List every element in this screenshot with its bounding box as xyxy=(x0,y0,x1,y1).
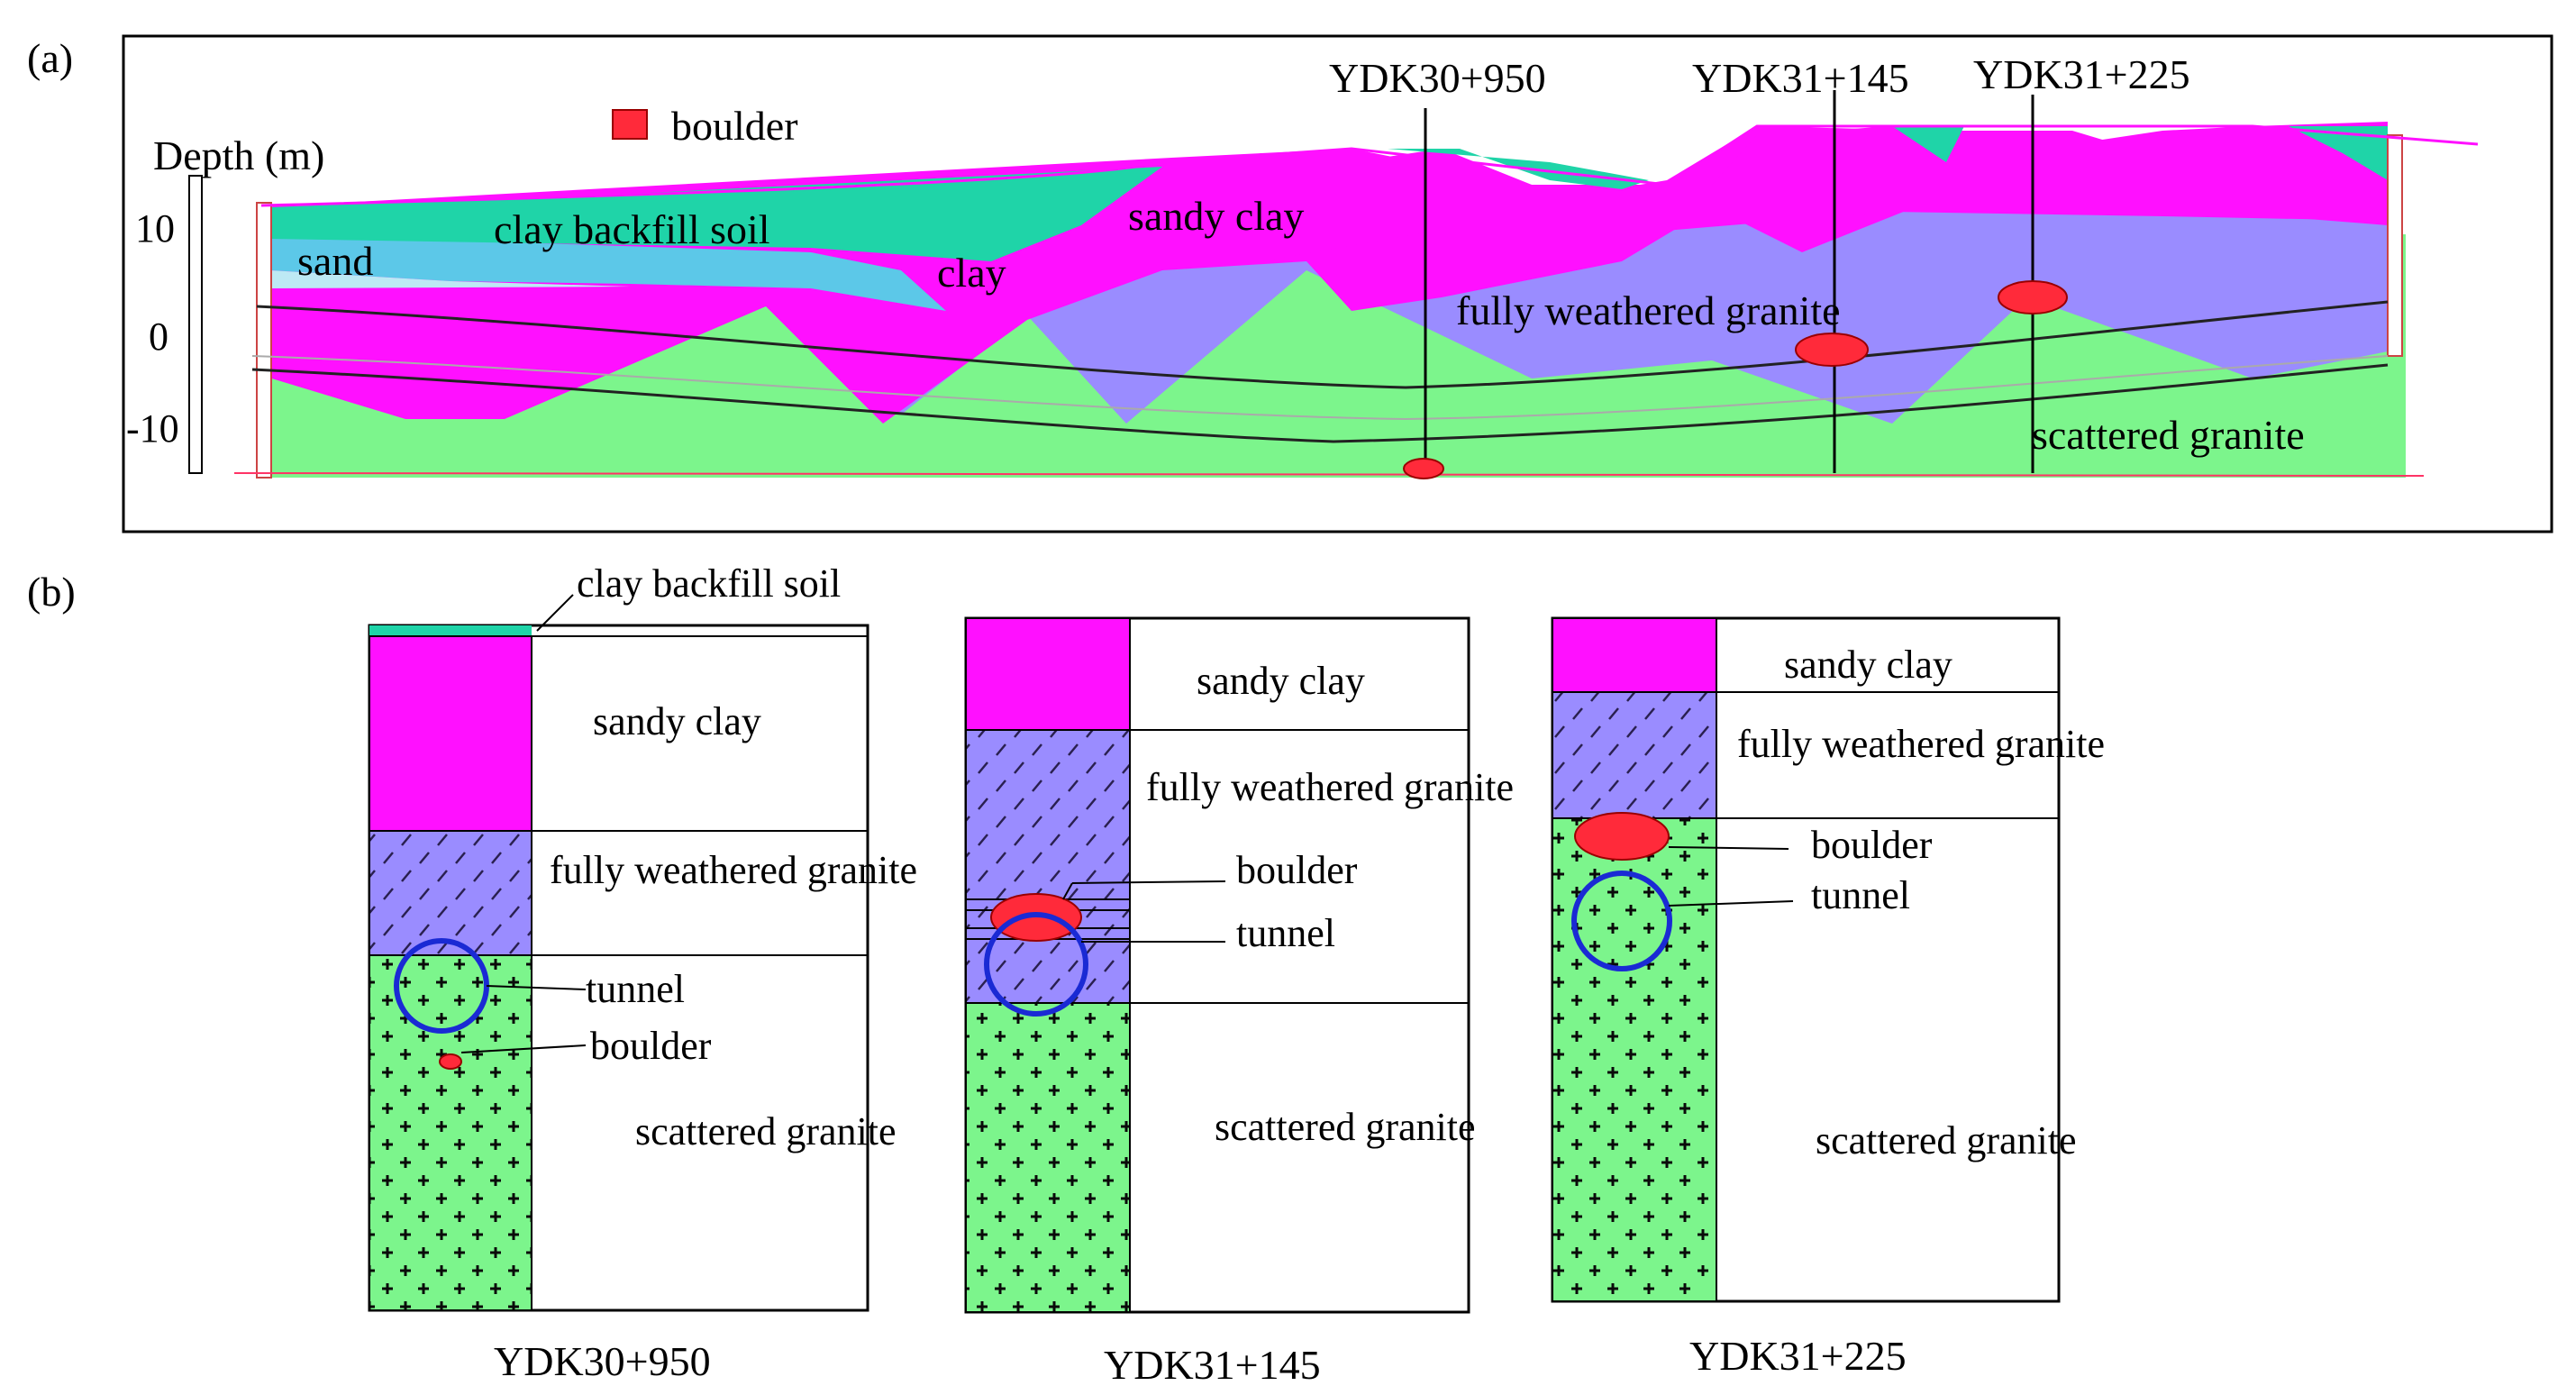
tick-10: 10 xyxy=(135,206,175,251)
sand-layer xyxy=(270,239,946,311)
column-3-layer-weathered: fully weathered granite xyxy=(1737,722,2105,766)
column-2-tunnel xyxy=(984,912,1088,1017)
column-2-layer-scattered: scattered granite xyxy=(1215,1105,1476,1149)
column-1-sandy-clay xyxy=(369,635,532,832)
clay-backfill-soil-layer xyxy=(270,167,1162,261)
clay-backfill-soil-far-right xyxy=(2289,126,2388,180)
column-1-boulder xyxy=(439,1053,462,1070)
column-3-callout-tunnel: tunnel xyxy=(1811,873,1910,917)
column-3-boulder xyxy=(1574,812,1670,861)
backfill-callout: clay backfill soil xyxy=(577,561,841,606)
column-1-backfill xyxy=(369,625,532,636)
cross-section xyxy=(233,122,2479,479)
tick-minus-10: -10 xyxy=(126,406,179,451)
depth-axis-title: Depth (m) xyxy=(153,132,324,178)
column-3-caption: YDK31+225 xyxy=(1689,1333,1907,1379)
panel-a-label: (a) xyxy=(27,35,73,81)
panel-a: (a) xyxy=(27,34,2553,533)
left-borehole xyxy=(256,202,272,479)
column-1-boulder-leader xyxy=(460,1044,587,1053)
panel-b-label: (b) xyxy=(27,569,76,615)
column-2-callout-tunnel: tunnel xyxy=(1236,911,1335,955)
label-scattered-granite: scattered granite xyxy=(2032,412,2305,458)
column-3-callout-boulder: boulder xyxy=(1811,823,1933,867)
column-3-layer-sandy-clay: sandy clay xyxy=(1784,643,1952,687)
column-ydk30-950: sandy clay fully weathered granite scatt… xyxy=(368,624,917,1384)
column-2-boulder-leader xyxy=(1062,882,1073,900)
depth-axis-bar xyxy=(188,175,203,474)
label-clay-backfill-soil: clay backfill soil xyxy=(494,206,770,252)
backfill-callout-leader xyxy=(536,594,574,632)
column-3-scattered xyxy=(1552,817,1717,1302)
column-1-caption: YDK30+950 xyxy=(494,1338,711,1384)
tunnel-bottom-line xyxy=(251,363,2389,443)
column-1-weathered xyxy=(369,830,532,956)
column-2-caption: YDK31+145 xyxy=(1104,1342,1321,1388)
legend-boulder-swatch xyxy=(612,109,648,140)
column-3-sandy-clay xyxy=(1552,617,1717,693)
label-sand: sand xyxy=(297,238,373,284)
column-2-callout-boulder: boulder xyxy=(1236,848,1358,892)
column-ydk31-145: sandy clay fully weathered granite scatt… xyxy=(964,616,1514,1388)
label-sandy-clay: sandy clay xyxy=(1128,193,1304,239)
column-1-layer-weathered: fully weathered granite xyxy=(550,848,917,892)
column-1-callout-boulder: boulder xyxy=(590,1024,712,1068)
station-label-1: YDK30+950 xyxy=(1329,55,1546,101)
column-1-callout-tunnel: tunnel xyxy=(586,967,685,1011)
column-2-scattered xyxy=(965,1002,1131,1313)
column-1-scattered xyxy=(369,954,532,1311)
base-line xyxy=(233,472,2425,477)
station-label-3: YDK31+225 xyxy=(1973,51,2190,97)
column-1-layer-scattered: scattered granite xyxy=(635,1109,897,1153)
column-3-boulder-leader xyxy=(1668,846,1789,850)
label-fully-weathered-granite: fully weathered granite xyxy=(1456,287,1841,333)
column-3-tunnel xyxy=(1571,871,1672,971)
ground-surface-line xyxy=(260,124,2479,207)
tunnel-thin-line xyxy=(251,355,2389,421)
boulder-ydk31-225 xyxy=(1998,280,2068,315)
right-borehole xyxy=(2387,134,2403,357)
sandy-clay-upper-band xyxy=(1063,126,2388,270)
boulder-ydk31-145 xyxy=(1795,333,1869,367)
tick-0: 0 xyxy=(149,315,168,359)
column-3-tunnel-leader xyxy=(1668,900,1794,907)
column-3-layer-scattered: scattered granite xyxy=(1816,1118,2077,1162)
panel-b: (b) sandy clay fully weathered granite s… xyxy=(27,561,2105,1388)
column-3-weathered xyxy=(1552,691,1717,819)
column-ydk31-225: sandy clay fully weathered granite scatt… xyxy=(1551,616,2105,1379)
clay-backfill-soil-right xyxy=(1892,126,1964,162)
column-2-weathered xyxy=(965,729,1131,1004)
column-1-layer-sandy-clay: sandy clay xyxy=(593,699,761,743)
boulder-ydk30-950 xyxy=(1403,458,1444,479)
tunnel-top-line xyxy=(256,300,2389,389)
column-2-layer-weathered: fully weathered granite xyxy=(1146,765,1514,809)
station-label-2: YDK31+145 xyxy=(1692,55,1909,101)
label-clay: clay xyxy=(937,250,1006,296)
column-2-boulder-leader-h xyxy=(1071,880,1226,884)
sand-layer-pale xyxy=(270,270,631,288)
column-1-tunnel-leader xyxy=(486,985,587,990)
legend-boulder-label: boulder xyxy=(671,103,798,149)
column-2-sandy-clay xyxy=(965,617,1131,731)
column-2-layer-sandy-clay: sandy clay xyxy=(1197,659,1365,703)
